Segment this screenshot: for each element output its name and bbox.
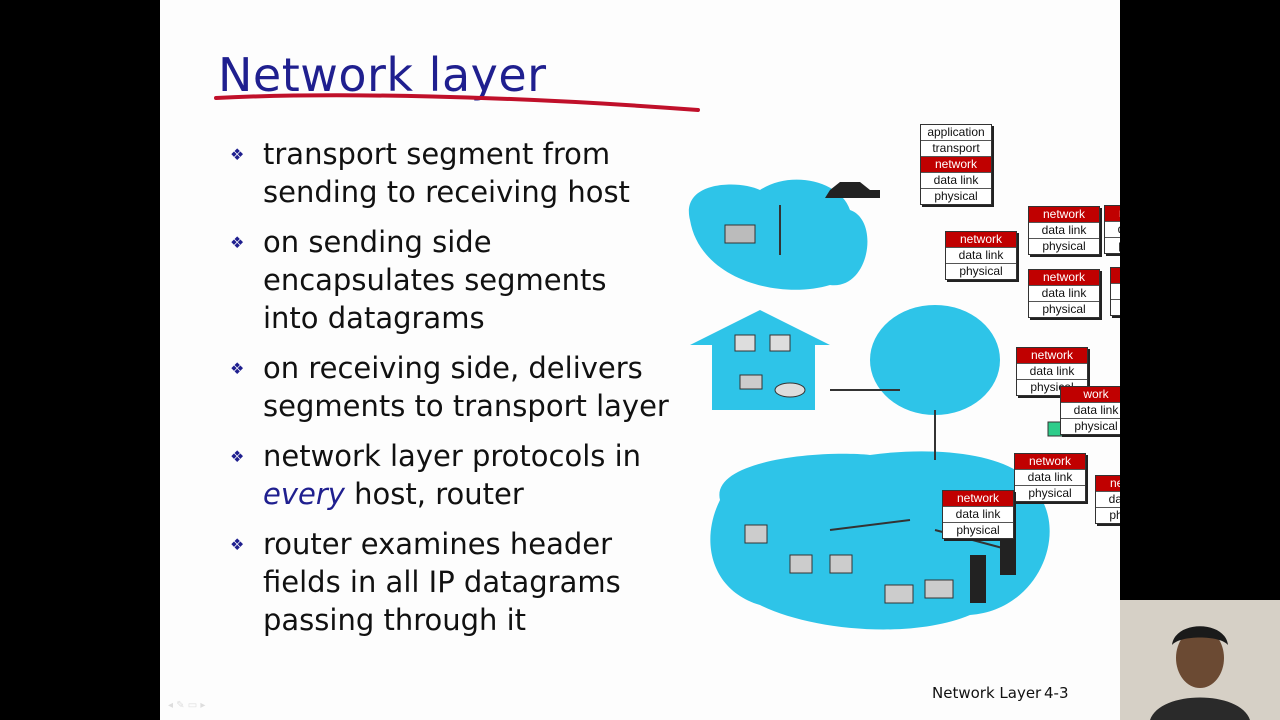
wifi-access-point-icon	[739, 374, 763, 390]
layer-physical: physical	[959, 264, 1003, 278]
layer-network: network	[1111, 268, 1120, 284]
layer-network: network	[1017, 348, 1087, 364]
desktop-icon	[744, 524, 768, 544]
laptop-icon	[884, 584, 914, 604]
layer-network: network	[1015, 454, 1085, 470]
layer-physical: physical	[1042, 302, 1086, 316]
layer-network: network	[1105, 206, 1120, 222]
laptop-icon	[924, 579, 954, 599]
isp-cloud	[870, 305, 1000, 415]
slide-controls[interactable]: ◂ ✎ ▭ ▸	[168, 700, 206, 711]
bullet-text-emphasis: every	[263, 477, 345, 511]
layer-network: network	[1096, 476, 1120, 492]
server-icon	[970, 555, 986, 603]
layer-data-link: data link	[921, 173, 991, 189]
router-stack: network data link physical	[942, 490, 1014, 539]
layer-data-link: data link	[1061, 403, 1120, 419]
bullet-text: transport segment from sending to receiv…	[263, 137, 630, 209]
layer-network: network	[1029, 270, 1099, 286]
router-stack: network data link physical	[1110, 267, 1120, 316]
bullet-item: ❖ router examines header fields in all I…	[230, 525, 670, 639]
desktop-icon	[789, 554, 813, 574]
layer-network: network	[946, 232, 1016, 248]
desktop-icon	[829, 554, 853, 574]
bullet-item: ❖ network layer protocols in every host,…	[230, 437, 670, 513]
diamond-bullet-icon: ❖	[230, 447, 245, 466]
presenter-webcam	[1120, 600, 1280, 720]
layer-application: application	[921, 125, 991, 141]
layer-data-link: data link	[946, 248, 1016, 264]
layer-network: work	[1061, 387, 1120, 403]
router-stack: network data link physical	[1104, 205, 1120, 254]
layer-physical: physical	[1042, 239, 1086, 253]
bullet-text-pre: network layer protocols in	[263, 439, 642, 473]
router-stack: network data link physical	[1016, 347, 1088, 396]
layer-physical: physical	[1109, 508, 1120, 522]
router-stack: work data link physical	[1060, 386, 1120, 435]
laptop-icon	[724, 224, 756, 244]
layer-network: network	[943, 491, 1013, 507]
layer-data-link: data link	[1029, 223, 1099, 239]
router-stack: network data link physical	[1095, 475, 1120, 524]
bullet-item: ❖ on receiving side, delivers segments t…	[230, 349, 670, 425]
layer-physical: physical	[1105, 238, 1120, 253]
bullet-text-post: host, router	[344, 477, 524, 511]
diamond-bullet-icon: ❖	[230, 359, 245, 378]
sending-host-stack: application transport network data link …	[920, 124, 992, 205]
server-icon	[1000, 535, 1016, 575]
bullet-text: on sending side encapsulates segments in…	[263, 225, 607, 335]
layer-data-link: data link	[1096, 492, 1120, 508]
layer-physical: physical	[1111, 300, 1120, 315]
router-stack: network data link physical	[1014, 453, 1086, 502]
router-icon	[774, 382, 806, 398]
layer-physical: physical	[934, 189, 978, 203]
layer-data-link: data link	[943, 507, 1013, 523]
diamond-bullet-icon: ❖	[230, 233, 245, 252]
desktop-icon	[769, 334, 791, 352]
router-stack: network data link physical	[1028, 269, 1100, 318]
layer-physical: physical	[1074, 419, 1118, 433]
presenter-video-icon	[1120, 600, 1280, 720]
layer-physical: physical	[956, 523, 1000, 537]
bullet-text: on receiving side, delivers segments to …	[263, 351, 669, 423]
layer-data-link: data link	[1111, 284, 1120, 300]
diamond-bullet-icon: ❖	[230, 145, 245, 164]
layer-data-link: data link	[1017, 364, 1087, 380]
home-network-arrow	[690, 310, 830, 410]
bullet-text: router examines header fields in all IP …	[263, 527, 621, 637]
footer-page-number: 4-3	[1044, 684, 1069, 702]
title-underline	[214, 93, 700, 112]
router-stack: network data link physical	[1028, 206, 1100, 255]
car-icon	[825, 182, 880, 198]
layer-network: network	[921, 157, 991, 173]
bullet-list: ❖ transport segment from sending to rece…	[230, 135, 670, 651]
footer-chapter-label: Network Layer	[932, 684, 1042, 702]
layer-physical: physical	[1028, 486, 1072, 500]
slide-title: Network layer	[218, 48, 547, 102]
layer-data-link: data link	[1029, 286, 1099, 302]
layer-network: network	[1029, 207, 1099, 223]
laptop-icon	[734, 334, 756, 352]
bullet-item: ❖ on sending side encapsulates segments …	[230, 223, 670, 337]
bullet-item: ❖ transport segment from sending to rece…	[230, 135, 670, 211]
mobile-network-cloud	[688, 179, 868, 290]
slide: Network layer ❖ transport segment from s…	[160, 0, 1120, 720]
layer-data-link: data link	[1015, 470, 1085, 486]
layer-transport: transport	[921, 141, 991, 157]
diamond-bullet-icon: ❖	[230, 535, 245, 554]
router-stack: network data link physical	[945, 231, 1017, 280]
layer-data-link: data link	[1105, 222, 1120, 238]
